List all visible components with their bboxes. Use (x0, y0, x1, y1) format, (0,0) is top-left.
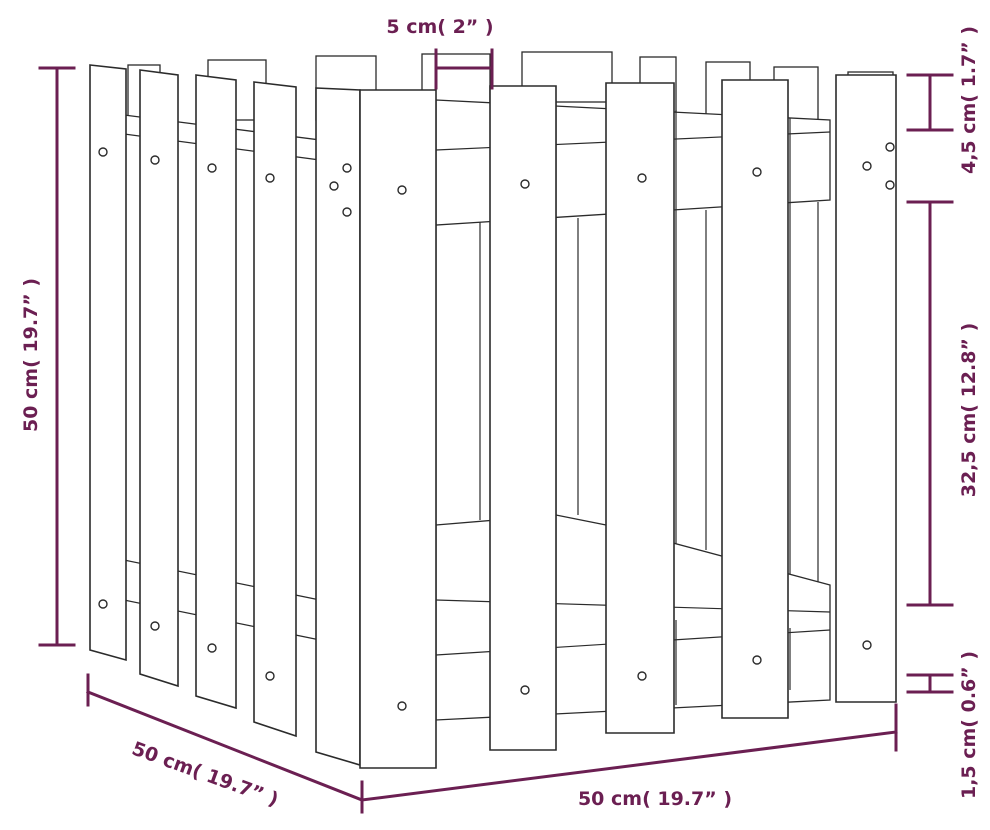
screw (265, 671, 275, 681)
gap-height-label: 32,5 cm( 12.8” ) (958, 323, 980, 498)
side-plank (195, 74, 237, 710)
width-dimension-line (360, 730, 898, 802)
width-label: 50 cm( 19.7” ) (578, 788, 732, 810)
front-plank (721, 79, 789, 719)
front-plank (489, 85, 557, 751)
screw (98, 147, 108, 157)
screw (885, 142, 895, 152)
front-plank (605, 82, 675, 734)
screw (637, 671, 647, 681)
screw (885, 180, 895, 190)
screw (862, 640, 872, 650)
bottom-clearance-label: 1,5 cm( 0.6” ) (958, 651, 980, 799)
screw (397, 185, 407, 195)
screw (752, 167, 762, 177)
screw (207, 643, 217, 653)
height-label: 50 cm( 19.7” ) (20, 278, 42, 432)
front-plank (835, 74, 897, 703)
screw (862, 161, 872, 171)
side-plank (253, 81, 297, 738)
screws (98, 142, 895, 711)
screw (98, 599, 108, 609)
depth-label: 50 cm( 19.7” ) (129, 738, 281, 811)
screw (637, 173, 647, 183)
screw (207, 163, 217, 173)
screw (520, 179, 530, 189)
screw (397, 701, 407, 711)
screw (150, 155, 160, 165)
screw (329, 181, 339, 191)
screw (342, 163, 352, 173)
left-side-planks (89, 64, 361, 767)
depth-dimension-line (86, 690, 364, 802)
corner-plank-front (359, 89, 437, 769)
screw (265, 173, 275, 183)
screw (752, 655, 762, 665)
screw (342, 207, 352, 217)
top-overhang-label: 4,5 cm( 1.7” ) (958, 26, 980, 174)
front-planks (359, 74, 897, 769)
plank-width-label: 5 cm( 2” ) (386, 16, 493, 38)
corner-plank-side (315, 87, 361, 767)
screw (150, 621, 160, 631)
side-plank (139, 69, 179, 688)
dimension-lines (38, 48, 954, 814)
side-plank (89, 64, 127, 662)
screw (520, 685, 530, 695)
